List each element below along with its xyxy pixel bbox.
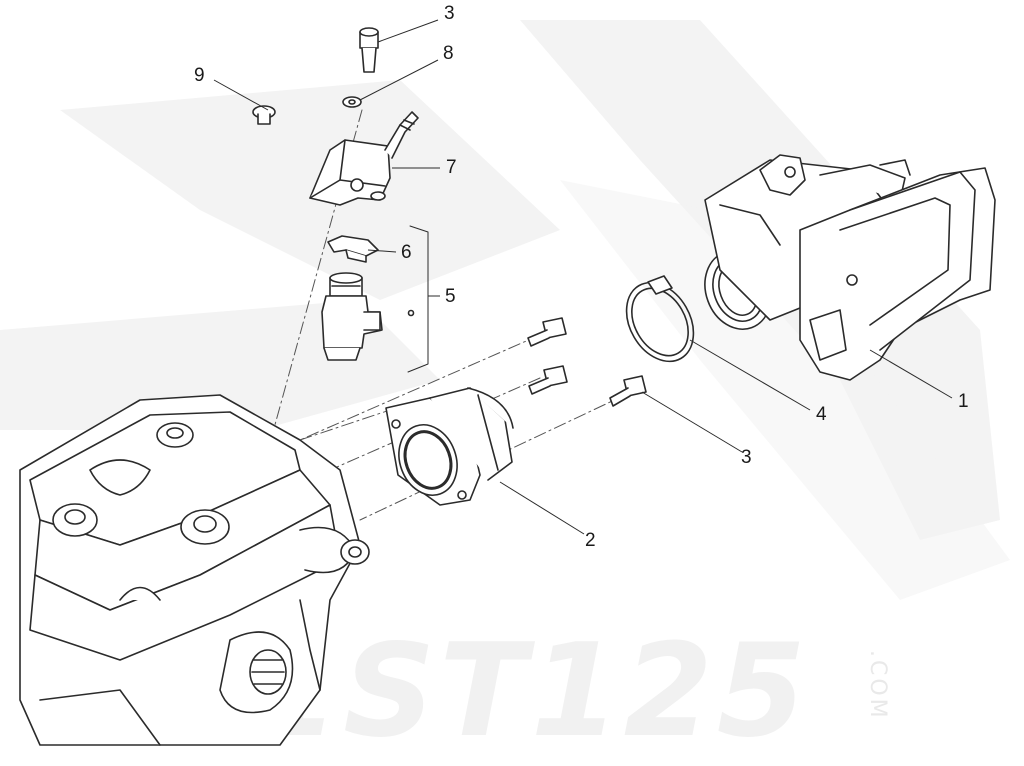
cylinder-head — [19, 394, 370, 746]
intake-bolt-lower — [528, 365, 568, 395]
callout-7: 7 — [446, 157, 457, 178]
callout-3-top: 3 — [444, 3, 455, 24]
washer-hole — [348, 99, 356, 105]
callout-3-right: 3 — [741, 447, 752, 468]
callout-6: 6 — [401, 242, 412, 263]
intake-manifold — [385, 387, 514, 506]
callout-1: 1 — [958, 391, 969, 412]
hose-clamp — [625, 275, 695, 363]
intake-bolt-upper — [527, 317, 567, 347]
throttle-body — [704, 154, 996, 381]
washer — [342, 96, 362, 108]
callout-8: 8 — [443, 43, 454, 64]
plug — [252, 105, 276, 125]
callout-4: 4 — [816, 404, 827, 425]
injector-bracket — [309, 111, 419, 206]
injector-clip — [327, 235, 379, 263]
leader-lines — [213, 19, 953, 535]
fuel-injector — [321, 272, 383, 361]
callout-5: 5 — [445, 286, 456, 307]
o-ring — [407, 309, 415, 317]
watermark-text: 1ST125 — [250, 617, 810, 766]
callout-2: 2 — [585, 530, 596, 551]
callout-9: 9 — [194, 65, 205, 86]
intake-bolt-right — [609, 375, 647, 407]
group-bracket — [407, 225, 429, 373]
screw-top — [359, 27, 379, 73]
